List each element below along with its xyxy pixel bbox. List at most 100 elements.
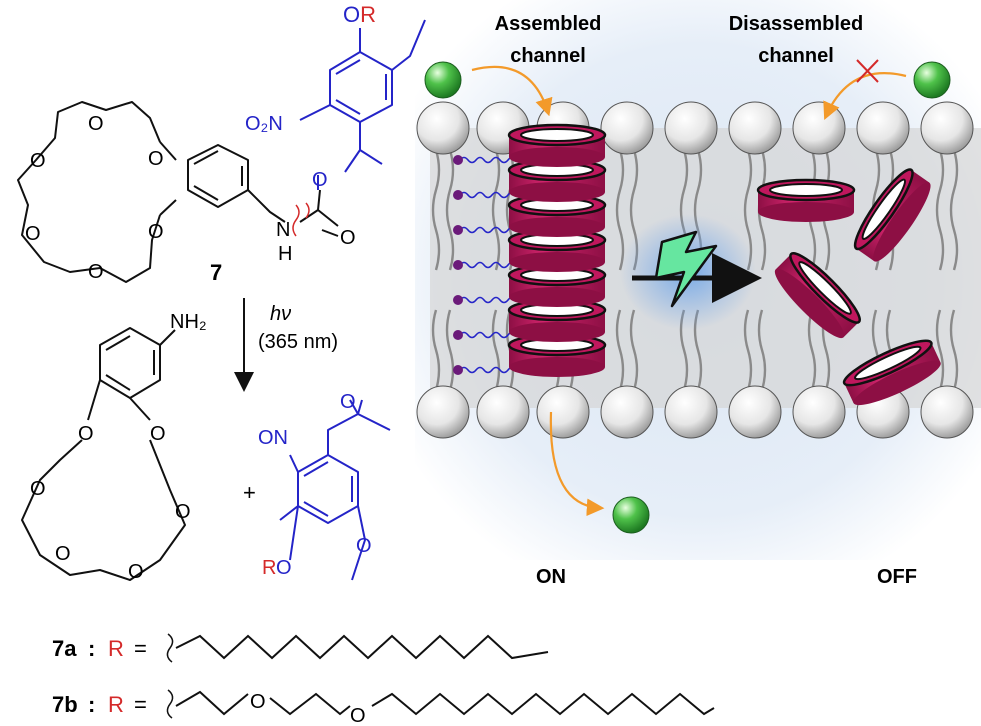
disk-1: [756, 178, 856, 224]
lipid-heads-bottom: [416, 385, 974, 439]
lipid-tail: [491, 309, 501, 391]
lipid-head-bottom: [920, 385, 974, 439]
crown-o-3: O: [148, 148, 164, 170]
compound-7-labels: O O O O O O OR O₂N O O N H 7: [25, 2, 376, 285]
lightning-bolt-icon: [654, 230, 718, 308]
carbamate: [299, 189, 339, 237]
nitroso-methoxy-o: O: [356, 535, 372, 557]
crown-ring-7: [17, 101, 177, 283]
lipid-heads-top: [416, 101, 974, 155]
nitro-aryl-ring: [329, 51, 393, 123]
def-7b-ether-o-1: O: [250, 691, 266, 713]
def-7b-r: R: [108, 692, 124, 717]
lipid-head-bottom: [416, 385, 470, 439]
def-7a-chain: [175, 634, 549, 660]
lipid-tail: [935, 149, 945, 271]
lipid-head-top: [664, 101, 718, 155]
def-7a-colon: :: [88, 636, 95, 661]
blocked-cross-icon: [856, 59, 879, 83]
wavelength-label: (365 nm): [258, 331, 338, 353]
def-7a-r: R: [108, 636, 124, 661]
amine-crown-o-5: O: [55, 543, 71, 565]
nitroso-r-label: R: [262, 557, 276, 579]
lipid-head-bottom: [728, 385, 782, 439]
def-7a-equals: =: [134, 636, 147, 661]
ion-flow: [424, 59, 951, 534]
lipid-tail: [935, 309, 945, 391]
amine-crown-o-3: O: [30, 478, 46, 500]
disassembled-title-line1: Disassembled: [729, 13, 864, 35]
reaction: hν (365 nm) +: [234, 298, 338, 505]
amide-h-label: H: [278, 243, 292, 265]
nitroso-ring-inner: [303, 461, 353, 517]
nh2-label: NH₂: [170, 311, 207, 333]
anchor-head: [453, 260, 463, 270]
product-nitroso-structure: [279, 399, 391, 581]
lipid-head-bottom: [792, 385, 846, 439]
lipid-head-bottom: [600, 385, 654, 439]
anchor-chain: [459, 296, 517, 304]
lipid-head-top: [600, 101, 654, 155]
anchor-head: [453, 365, 463, 375]
assembled-channel-stack: [507, 123, 607, 379]
amide-bond: [247, 189, 286, 223]
compound-number: 7: [210, 260, 222, 285]
nitro-aryl-ring-inner: [335, 59, 387, 115]
amine-crown-o-2: O: [150, 423, 166, 445]
nitroso-ring: [297, 454, 359, 524]
compound-7-structure: [17, 19, 426, 283]
disassembled-title-line2: channel: [758, 45, 834, 67]
plus-sign: +: [243, 480, 256, 505]
benzo-ring-7-inner: [193, 150, 243, 201]
lipid-head-top: [856, 101, 910, 155]
def-7b-ether-o-2: O: [350, 705, 366, 726]
def-7a-label: 7a: [52, 636, 77, 661]
ion-path-in: [471, 65, 553, 117]
amine-crown-ring: [21, 379, 186, 581]
amine-benzo-ring: [99, 327, 161, 399]
ester-o-label: O: [312, 169, 328, 191]
nitroso-on-label: ON: [258, 427, 288, 449]
definition-7a: 7a : R =: [52, 633, 549, 663]
crown-o-1: O: [30, 150, 46, 172]
nitroso-o-label: O: [276, 557, 292, 579]
anchor-chain: [459, 366, 517, 374]
amide-n-label: N: [276, 219, 290, 241]
anchor-head: [453, 190, 463, 200]
product-nitroso-labels: ON O R O O: [258, 391, 372, 579]
channel-disk: [507, 123, 607, 169]
lipid-tail: [445, 149, 455, 271]
amine-crown-o-4: O: [175, 501, 191, 523]
ion-top-left: [424, 61, 462, 99]
ion-path-out: [549, 411, 605, 517]
def-7b-attachment-icon: [166, 689, 174, 719]
def-7b-label: 7b: [52, 692, 78, 717]
assembled-title-line1: Assembled: [495, 13, 602, 35]
lipid-head-top: [728, 101, 782, 155]
ion-bottom: [612, 496, 650, 534]
ion-top-right: [913, 61, 951, 99]
lipid-tail: [615, 309, 625, 391]
lipid-tail: [615, 149, 625, 271]
lipid-tail: [491, 149, 501, 271]
nitro-aryl-substituents: [299, 19, 426, 173]
crown-o-5: O: [25, 223, 41, 245]
state-on-label: ON: [536, 566, 566, 588]
lipid-tail: [949, 309, 959, 391]
crown-o-2: O: [88, 113, 104, 135]
cleavage-wavy-icon: [292, 202, 310, 237]
lipid-head-top: [792, 101, 846, 155]
benzo-ring-7: [187, 144, 249, 208]
lipid-head-top: [920, 101, 974, 155]
amine-crown-o-6: O: [128, 561, 144, 583]
lipid-tail: [431, 149, 441, 271]
anchor-chain: [459, 156, 517, 164]
anchor-head: [453, 295, 463, 305]
anchor-head: [453, 225, 463, 235]
product-amine-structure: [21, 327, 186, 581]
anchor-chain: [459, 261, 517, 269]
lipid-tail: [743, 149, 753, 271]
nh2-bond: [159, 329, 176, 346]
lipid-head-top: [416, 101, 470, 155]
